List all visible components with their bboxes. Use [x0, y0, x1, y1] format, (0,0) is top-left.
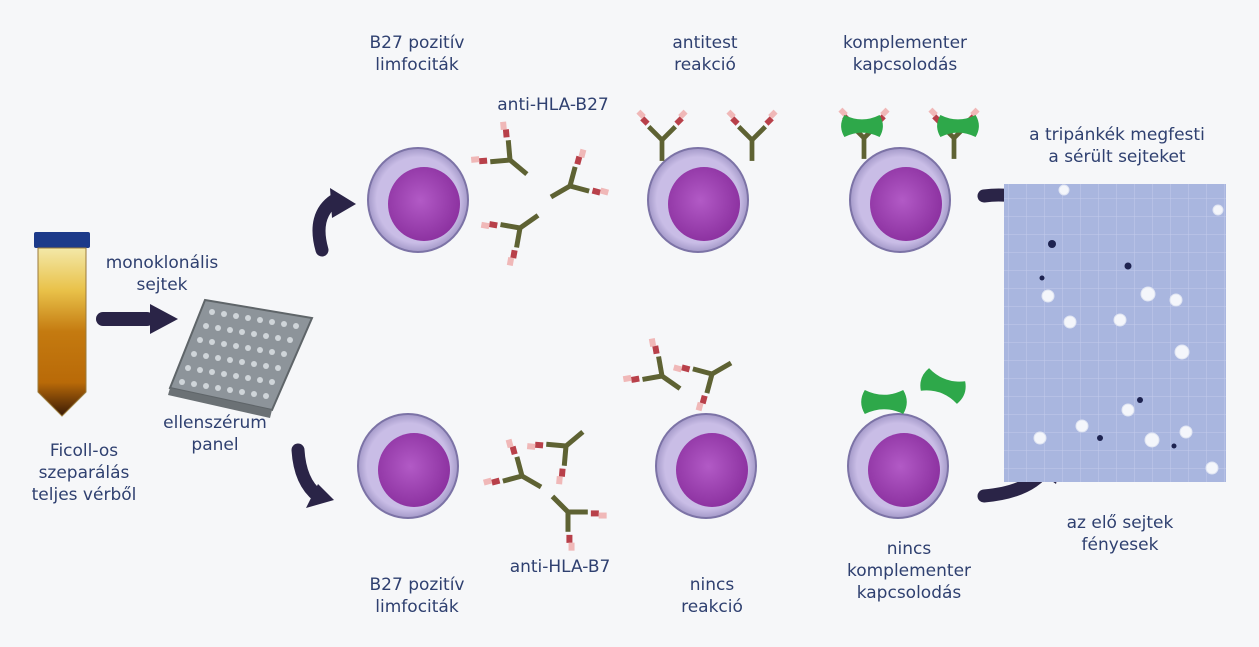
ficoll-tube-icon [34, 232, 90, 417]
arrow-up-curve-icon [312, 188, 356, 257]
arrow-down-curve-icon [291, 443, 334, 508]
cell-bottom-3 [847, 413, 949, 519]
label-b27-bottom: B27 pozitív limfociták [369, 575, 465, 617]
arrow-to-panel-icon [96, 304, 178, 334]
free-complement-group [861, 366, 969, 414]
label-separation: Ficoll-os szeparálás teljes vérből [31, 441, 137, 505]
label-b27-top: B27 pozitív limfociták [369, 33, 465, 75]
label-complement-binding: komplementer kapcsolodás [842, 33, 968, 75]
cell-top-1 [367, 147, 469, 253]
label-no-complement: nincs komplementer kapcsolodás [846, 539, 972, 603]
label-anti-b27: anti-HLA-B27 [497, 95, 609, 115]
label-no-reaction: nincs reakció [681, 575, 743, 617]
label-panel: ellenszérum panel [163, 413, 267, 455]
unbound-antibody-group [620, 336, 744, 414]
microplate-icon [168, 298, 314, 418]
label-anti-b7: anti-HLA-B7 [509, 557, 611, 577]
cell-top-2 [647, 147, 749, 253]
cell-top-3 [849, 147, 951, 253]
antibody-anti-b27-group [468, 119, 611, 269]
label-antibody-reaction: antitest reakció [672, 33, 738, 75]
label-trypan-stain: a tripánkék megfesti a sérült sejteket [1029, 125, 1205, 167]
label-monoclonal: monoklonális sejtek [105, 253, 219, 295]
cell-bottom-2 [655, 413, 757, 519]
cell-bottom-1 [357, 413, 459, 519]
microscope-image [1004, 184, 1226, 482]
label-live-cells: az elő sejtek fényesek [1066, 513, 1174, 555]
antibody-anti-b7-group [481, 411, 610, 553]
